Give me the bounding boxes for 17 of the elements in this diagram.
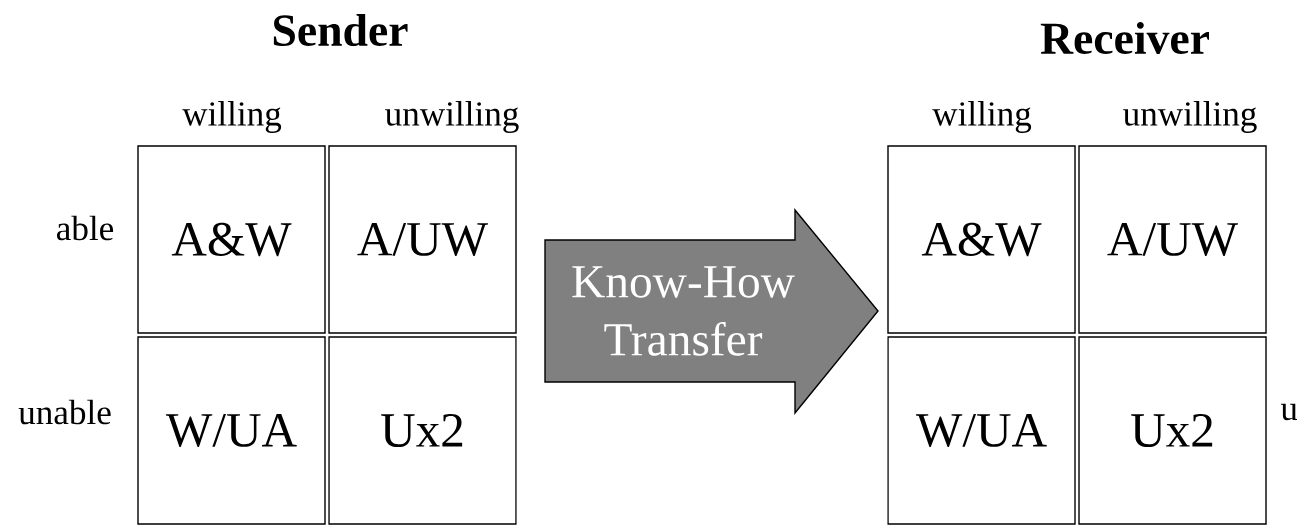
matrix-cell: A&W bbox=[887, 145, 1076, 334]
matrix-title: Receiver bbox=[1040, 21, 1209, 55]
matrix-cell: W/UA bbox=[137, 336, 326, 525]
axis-label: able bbox=[56, 215, 114, 241]
axis-label: unwilling bbox=[385, 101, 519, 133]
axis-label: unable bbox=[18, 399, 111, 425]
axis-label: willing bbox=[182, 101, 282, 133]
matrix-cell: W/UA bbox=[887, 336, 1076, 525]
axis-label: u bbox=[1280, 403, 1297, 421]
matrix-cell: Ux2 bbox=[328, 336, 517, 525]
matrix-cell: A/UW bbox=[1078, 145, 1267, 334]
matrix-title: Sender bbox=[273, 13, 408, 47]
matrix-cell: A&W bbox=[137, 145, 326, 334]
matrix-cell: Ux2 bbox=[1078, 336, 1267, 525]
axis-label: unwilling bbox=[1123, 101, 1257, 133]
axis-label: willing bbox=[932, 101, 1032, 133]
matrix-cell: A/UW bbox=[328, 145, 517, 334]
